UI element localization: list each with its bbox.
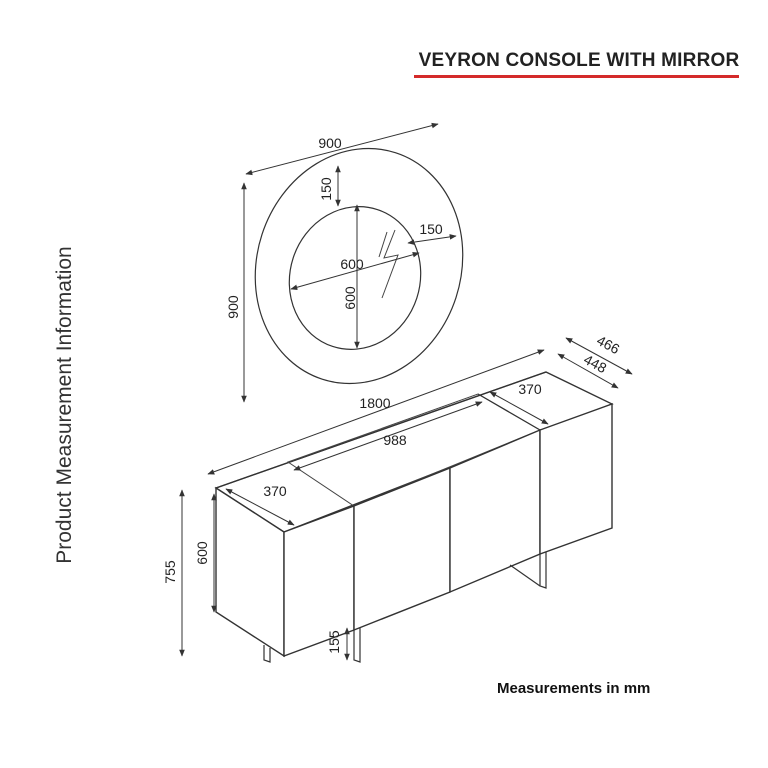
console-center-width-dim-line xyxy=(293,401,483,471)
mirror-width-dim-line xyxy=(245,122,439,176)
console-right-front xyxy=(539,403,613,555)
mirror-frame-right-dim-line xyxy=(407,234,457,245)
mirror-glass xyxy=(288,206,422,350)
console-outer-depth-label: 466 xyxy=(594,332,622,357)
console-left-depth-dim-line xyxy=(225,488,295,526)
mirror-width-label: 900 xyxy=(318,135,342,151)
console-right-depth-label: 370 xyxy=(518,381,542,397)
console-center-width-label: 988 xyxy=(383,432,407,448)
mirror-inner-width-label: 600 xyxy=(340,256,364,272)
units-note: Measurements in mm xyxy=(497,680,651,697)
mirror-inner-height-label: 600 xyxy=(342,286,358,310)
mirror-height-label: 900 xyxy=(225,295,241,319)
console-width-label: 1800 xyxy=(359,395,390,411)
console-right-depth-dim-line xyxy=(489,391,549,425)
mirror-frame-top-label: 150 xyxy=(318,177,334,201)
console-inner-depth-dim-line xyxy=(557,353,619,389)
product-title: VEYRON CONSOLE WITH MIRROR xyxy=(418,50,740,71)
console-body-height-label: 600 xyxy=(194,541,210,565)
console-drawing: 1800 988 370 370 466 448 600 755 xyxy=(162,332,633,663)
console-total-height-label: 755 xyxy=(162,560,178,584)
console-left-depth-label: 370 xyxy=(263,483,287,499)
mirror-drawing: 900 900 150 150 600 600 xyxy=(225,122,464,403)
mirror-frame-right-label: 150 xyxy=(419,221,443,237)
console-left-front xyxy=(283,504,355,658)
title-underline xyxy=(414,75,739,78)
console-leg-center xyxy=(353,628,361,663)
console-plinth-right xyxy=(509,564,541,587)
console-leg-height-label: 155 xyxy=(326,630,342,654)
console-leg-right xyxy=(539,552,547,589)
console-inner-depth-label: 448 xyxy=(581,351,609,376)
console-leg-left xyxy=(263,645,271,663)
